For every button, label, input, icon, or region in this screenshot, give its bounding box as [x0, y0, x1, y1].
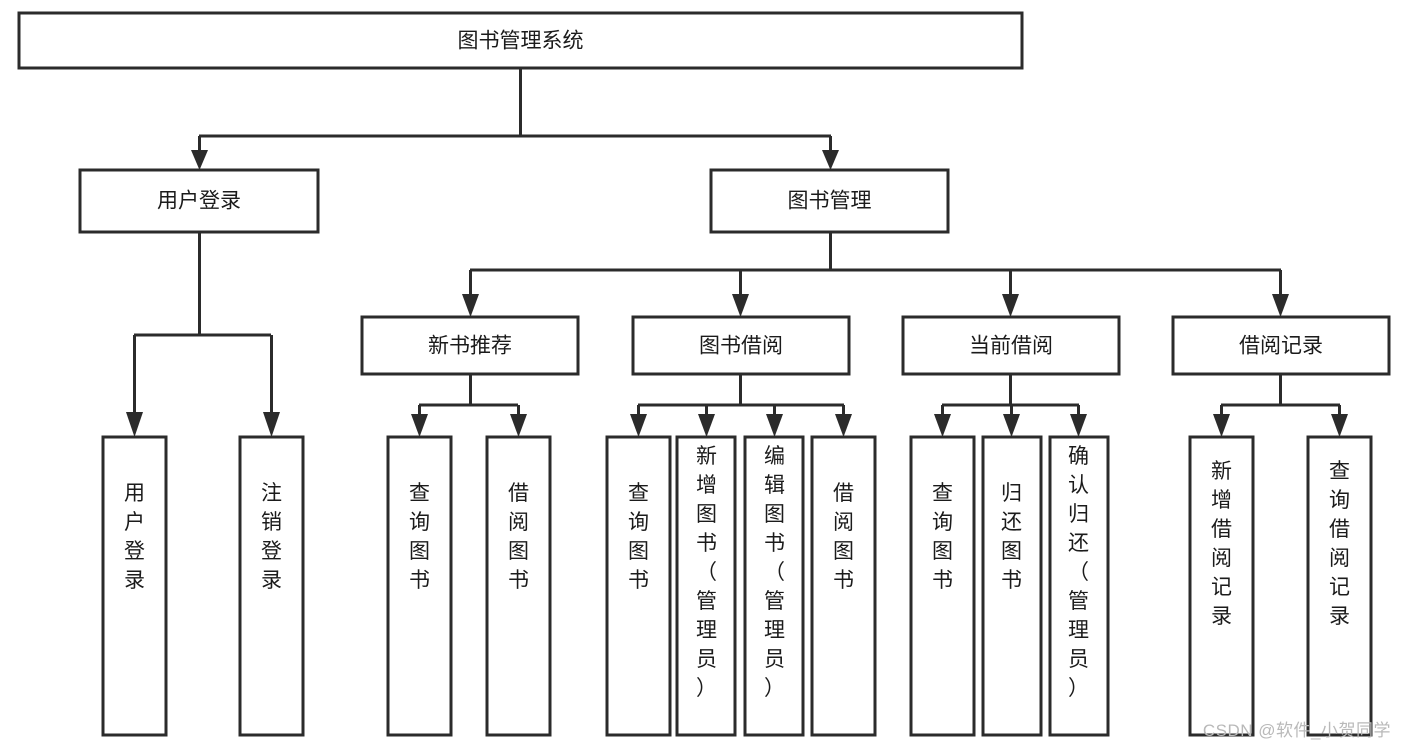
node-leaf-query-book-3-box[interactable] [909, 435, 976, 737]
node-leaf-add-book[interactable]: 新增图书（管理员） [675, 435, 737, 737]
node-leaf-query-book-1[interactable]: 查询图书 [386, 435, 453, 737]
node-book-manage-box[interactable] [709, 168, 950, 234]
node-leaf-edit-book-label: 编辑图书（管理员） [764, 445, 785, 700]
node-leaf-add-record[interactable]: 新增借阅记录 [1188, 435, 1255, 737]
node-leaf-borrow-book-2-label: 借阅图书 [833, 482, 854, 592]
arrow-user-login-to-leaf1 [126, 412, 143, 437]
node-book-borrow[interactable]: 图书借阅 [631, 315, 851, 376]
node-leaf-confirm-return-label: 确认归还（管理员） [1068, 445, 1089, 700]
node-book-borrow-box[interactable] [631, 315, 851, 376]
node-leaf-query-book-2[interactable]: 查询图书 [605, 435, 672, 737]
node-borrow-record[interactable]: 借阅记录 [1171, 315, 1391, 376]
arrow-bm-to-borrow-record [1272, 294, 1289, 317]
node-leaf-add-record-label: 新增借阅记录 [1211, 460, 1232, 628]
node-leaf-edit-book-box[interactable] [743, 435, 805, 737]
node-leaf-edit-book[interactable]: 编辑图书（管理员） [743, 435, 805, 737]
node-current-borrow[interactable]: 当前借阅 [901, 315, 1121, 376]
node-leaf-confirm-return[interactable]: 确认归还（管理员） [1048, 435, 1110, 737]
node-root-box[interactable] [17, 11, 1024, 70]
arrow-cb-to-leaf2 [1003, 414, 1020, 437]
arrow-bm-to-book-borrow [732, 294, 749, 317]
arrow-user-login-to-leaf2 [263, 412, 280, 437]
node-leaf-borrow-book-1-box[interactable] [485, 435, 552, 737]
node-borrow-record-label: 借阅记录 [1239, 335, 1323, 358]
node-user-login-label: 用户登录 [157, 190, 241, 213]
node-leaf-user-login-box[interactable] [101, 435, 168, 737]
arrow-bb-to-leaf3 [766, 414, 783, 437]
arrow-bb-to-leaf4 [835, 414, 852, 437]
node-user-login-box[interactable] [78, 168, 320, 234]
node-leaf-return-book[interactable]: 归还图书 [981, 435, 1043, 737]
arrow-cb-to-leaf3 [1070, 414, 1087, 437]
node-leaf-query-book-3[interactable]: 查询图书 [909, 435, 976, 737]
node-leaf-borrow-book-2-box[interactable] [810, 435, 877, 737]
node-leaf-user-login-label: 用户登录 [124, 482, 145, 592]
node-leaf-return-book-box[interactable] [981, 435, 1043, 737]
arrow-nbr-to-leaf1 [411, 414, 428, 437]
arrow-bb-to-leaf1 [630, 414, 647, 437]
node-user-login[interactable]: 用户登录 [78, 168, 320, 234]
arrow-bm-to-new-book-rec [462, 294, 479, 317]
node-leaf-logout-login[interactable]: 注销登录 [238, 435, 305, 737]
node-leaf-confirm-return-box[interactable] [1048, 435, 1110, 737]
node-leaf-borrow-book-2[interactable]: 借阅图书 [810, 435, 877, 737]
node-book-manage[interactable]: 图书管理 [709, 168, 950, 234]
node-leaf-query-record[interactable]: 查询借阅记录 [1306, 435, 1373, 737]
node-leaf-query-book-1-box[interactable] [386, 435, 453, 737]
node-leaf-query-record-label: 查询借阅记录 [1329, 460, 1350, 628]
arrow-bb-to-leaf2 [698, 414, 715, 437]
node-book-manage-label: 图书管理 [788, 190, 872, 213]
arrow-cb-to-leaf1 [934, 414, 951, 437]
node-book-borrow-label: 图书借阅 [699, 335, 783, 358]
node-new-book-rec-label: 新书推荐 [428, 335, 512, 358]
node-leaf-query-book-3-label: 查询图书 [932, 482, 953, 592]
node-layer: 图书管理系统 用户登录 图书管理 新书推荐 图书借阅 [17, 11, 1391, 737]
arrow-root-to-book-manage [822, 150, 839, 170]
arrow-bm-to-current-borrow [1002, 294, 1019, 317]
arrow-br-to-leaf1 [1213, 414, 1230, 437]
arrow-nbr-to-leaf2 [510, 414, 527, 437]
csdn-watermark: CSDN @软件_小贺同学 [1202, 721, 1391, 740]
node-leaf-logout-login-box[interactable] [238, 435, 305, 737]
node-leaf-query-record-box[interactable] [1306, 435, 1373, 737]
arrow-root-to-user-login [191, 150, 208, 170]
node-borrow-record-box[interactable] [1171, 315, 1391, 376]
node-leaf-query-book-1-label: 查询图书 [409, 482, 430, 592]
node-leaf-borrow-book-1[interactable]: 借阅图书 [485, 435, 552, 737]
node-root[interactable]: 图书管理系统 [17, 11, 1024, 70]
arrow-br-to-leaf2 [1331, 414, 1348, 437]
node-leaf-user-login[interactable]: 用户登录 [101, 435, 168, 737]
node-leaf-add-book-label: 新增图书（管理员） [696, 445, 717, 700]
node-leaf-add-record-box[interactable] [1188, 435, 1255, 737]
node-leaf-return-book-label: 归还图书 [1001, 482, 1022, 592]
node-current-borrow-box[interactable] [901, 315, 1121, 376]
node-leaf-add-book-box[interactable] [675, 435, 737, 737]
node-new-book-rec[interactable]: 新书推荐 [360, 315, 580, 376]
node-leaf-query-book-2-box[interactable] [605, 435, 672, 737]
node-leaf-query-book-2-label: 查询图书 [628, 482, 649, 592]
node-leaf-borrow-book-1-label: 借阅图书 [508, 482, 529, 592]
node-new-book-rec-box[interactable] [360, 315, 580, 376]
node-root-label: 图书管理系统 [458, 30, 584, 53]
node-current-borrow-label: 当前借阅 [969, 335, 1053, 358]
node-leaf-logout-login-label: 注销登录 [261, 482, 282, 592]
edge-layer [126, 68, 1348, 437]
